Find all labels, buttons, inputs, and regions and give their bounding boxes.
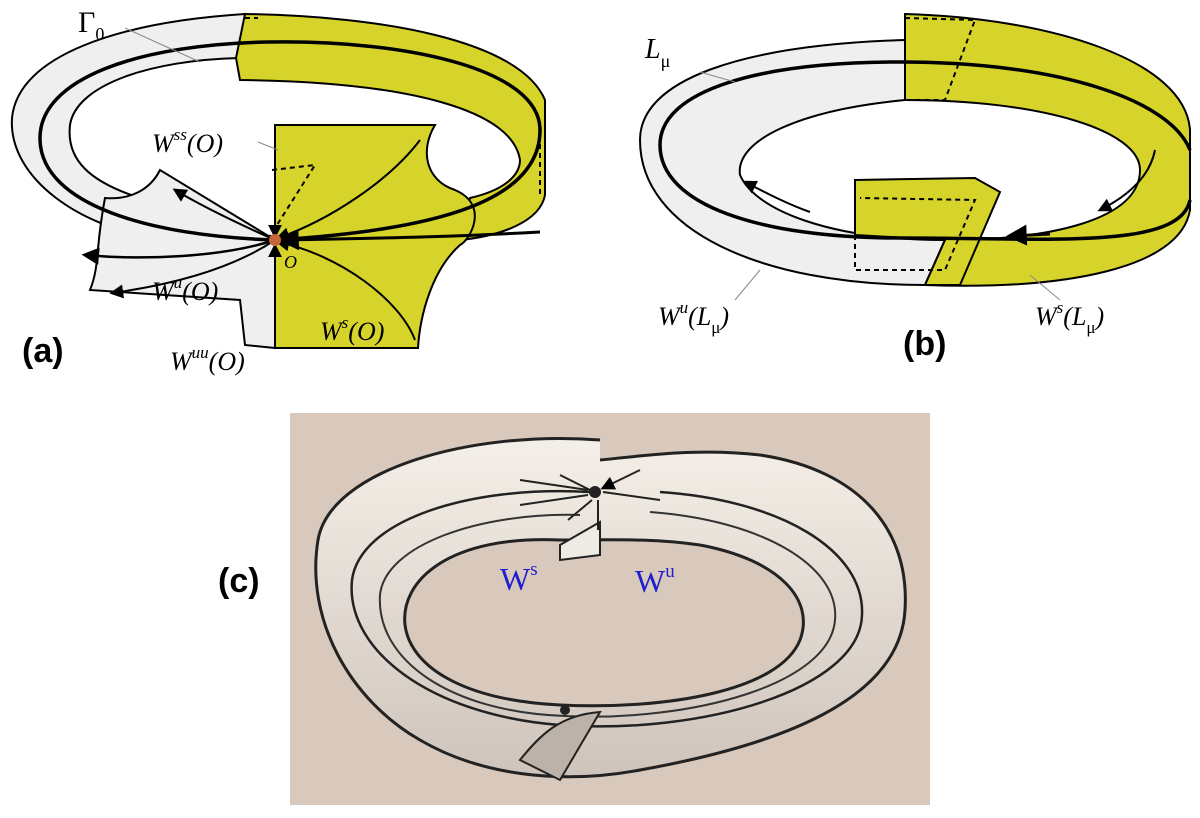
- panel-a-traj-3: [109, 239, 276, 299]
- l-mu-label: Lμ: [644, 34, 670, 71]
- panel-a-leaders: [124, 27, 279, 151]
- gamma0-label: Γ0: [78, 6, 104, 44]
- panel-b-arrow-left: [742, 180, 811, 213]
- panel-c-upper-equilibrium: [589, 486, 601, 498]
- panel-a-traj-5: [275, 237, 416, 341]
- wu-o-label: Wu(O): [152, 273, 218, 306]
- wu-l-label: Wu(Lμ): [658, 298, 729, 337]
- panel-a-equilibrium-point: [269, 234, 281, 246]
- panel-a-traj-2: [81, 238, 276, 265]
- panel-b-arrow-front: [1005, 224, 1051, 246]
- wu-c-label: Wu: [635, 561, 675, 599]
- panel-b: (b) Lμ Wu(Lμ) Ws(Lμ): [638, 12, 1192, 363]
- point-o-label: O: [284, 252, 297, 272]
- panel-c-label: (c): [218, 562, 260, 600]
- ws-c-label: Ws: [500, 559, 538, 597]
- panel-a-traj-1: [172, 188, 276, 241]
- panel-b-dashed-upper: [904, 17, 977, 101]
- panel-b-label: (b): [903, 325, 946, 363]
- panel-c-lower-sheet: [518, 710, 602, 782]
- panel-c-rays: [519, 469, 661, 530]
- panel-a-wu-sheet: [88, 168, 276, 350]
- panel-b-leaders: [699, 71, 1061, 301]
- panel-a-dashed-edges: [245, 17, 541, 237]
- panel-c-lower-equilibrium: [560, 705, 570, 715]
- panel-b-arrow-right: [1097, 149, 1156, 212]
- panel-a-ws-sheet: [274, 124, 476, 349]
- panel-c-upper-sheet: [559, 520, 601, 562]
- wuu-label: Wuu(O): [170, 343, 245, 376]
- panel-c: (c) Ws Wu: [218, 413, 930, 805]
- wss-label: Wss(O): [152, 125, 223, 158]
- panel-a-label: (a): [22, 332, 64, 370]
- panel-b-gray-ribbon: [638, 38, 947, 287]
- panel-a-traj-6: [277, 229, 541, 251]
- ws-o-label: Ws(O): [320, 313, 384, 346]
- ws-l-label: Ws(Lμ): [1035, 298, 1104, 337]
- panel-b-orbit: [658, 60, 1192, 242]
- panel-a-orbit: [38, 40, 542, 242]
- panel-c-band-hole: [403, 538, 805, 708]
- panel-a: (a) Γ0 Wss(O) Wu(O) Wuu(O) Ws(O) O: [10, 6, 546, 376]
